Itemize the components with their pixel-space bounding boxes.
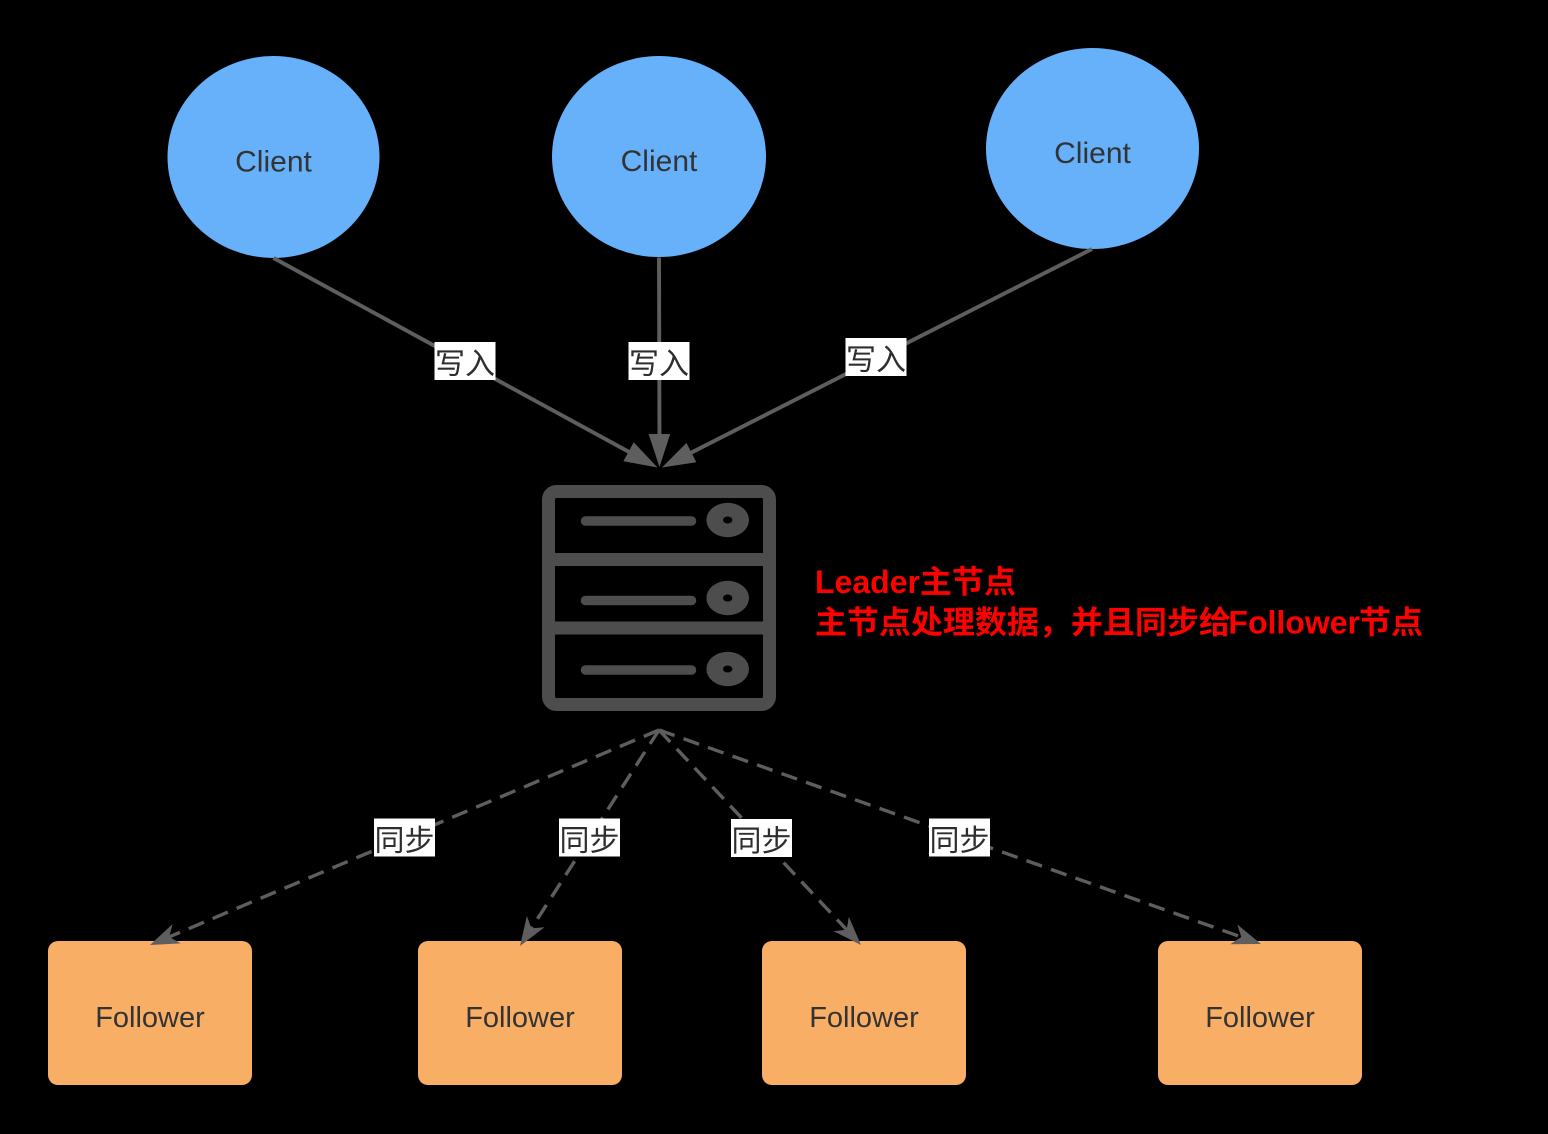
svg-text:Client: Client (1054, 137, 1131, 170)
svg-text:Follower: Follower (1205, 1002, 1315, 1034)
svg-text:Client: Client (621, 145, 698, 178)
svg-text:Follower: Follower (1228, 605, 1360, 641)
svg-text:Follower: Follower (95, 1002, 205, 1034)
svg-text:Follower: Follower (465, 1002, 575, 1034)
svg-text:Client: Client (235, 145, 312, 178)
svg-text:Leader: Leader (815, 564, 920, 600)
svg-text:Follower: Follower (809, 1002, 919, 1034)
